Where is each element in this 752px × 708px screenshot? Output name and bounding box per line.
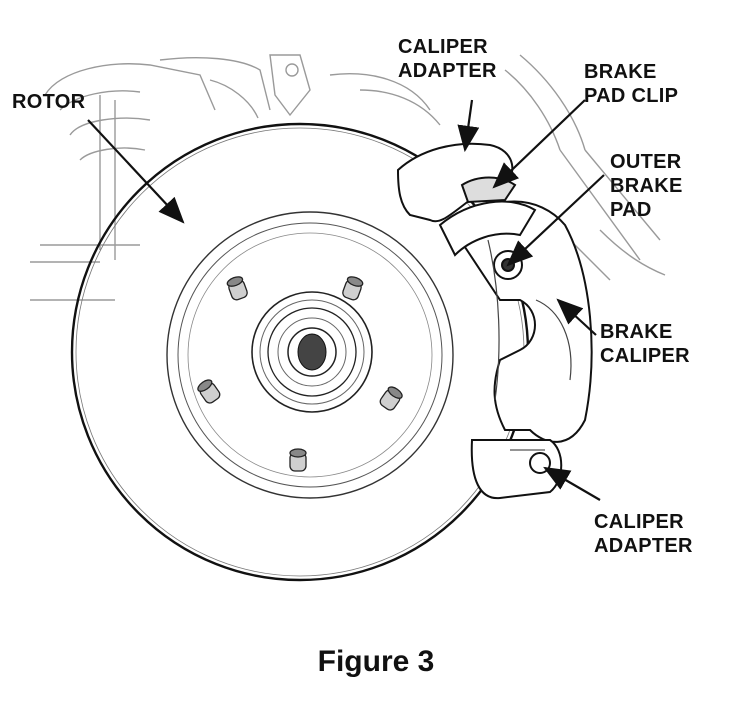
outer-brake-pad — [438, 200, 537, 257]
lug-stud — [197, 379, 221, 404]
brake-caliper-arrow — [556, 298, 597, 336]
wheel-hub — [251, 291, 373, 413]
leader-arrows — [87, 99, 605, 501]
brake-pad-clip-arrow — [492, 99, 586, 189]
outer-brake-pad-label: OUTER BRAKE PAD — [610, 151, 683, 221]
caliper-adapter-top-label: CALIPER ADAPTER — [398, 36, 497, 82]
lug-stud — [289, 448, 307, 472]
lug-stud — [379, 386, 403, 411]
lug-studs — [197, 276, 403, 472]
lug-stud — [226, 276, 248, 301]
figure-caption: Figure 3 — [317, 645, 435, 678]
caliper-adapter-bottom-arrow — [543, 466, 601, 501]
caliper-adapter-top-arrow — [457, 99, 480, 153]
brake-pad-clip-label: BRAKE PAD CLIP — [584, 61, 679, 107]
caliper-assembly — [396, 142, 593, 500]
rotor-label: ROTOR — [12, 91, 86, 113]
brake-caliper-label: BRAKE CALIPER — [600, 321, 690, 367]
outer-brake-pad-arrow — [506, 174, 605, 267]
rotor-arrow — [87, 119, 185, 224]
suspension-background-sketch — [30, 54, 666, 301]
brake-pad-clip-shape — [460, 176, 517, 204]
caliper-adapter-bottom-label: CALIPER ADAPTER — [594, 511, 693, 557]
lug-stud — [342, 276, 364, 301]
brake-caliper-body — [453, 200, 593, 443]
